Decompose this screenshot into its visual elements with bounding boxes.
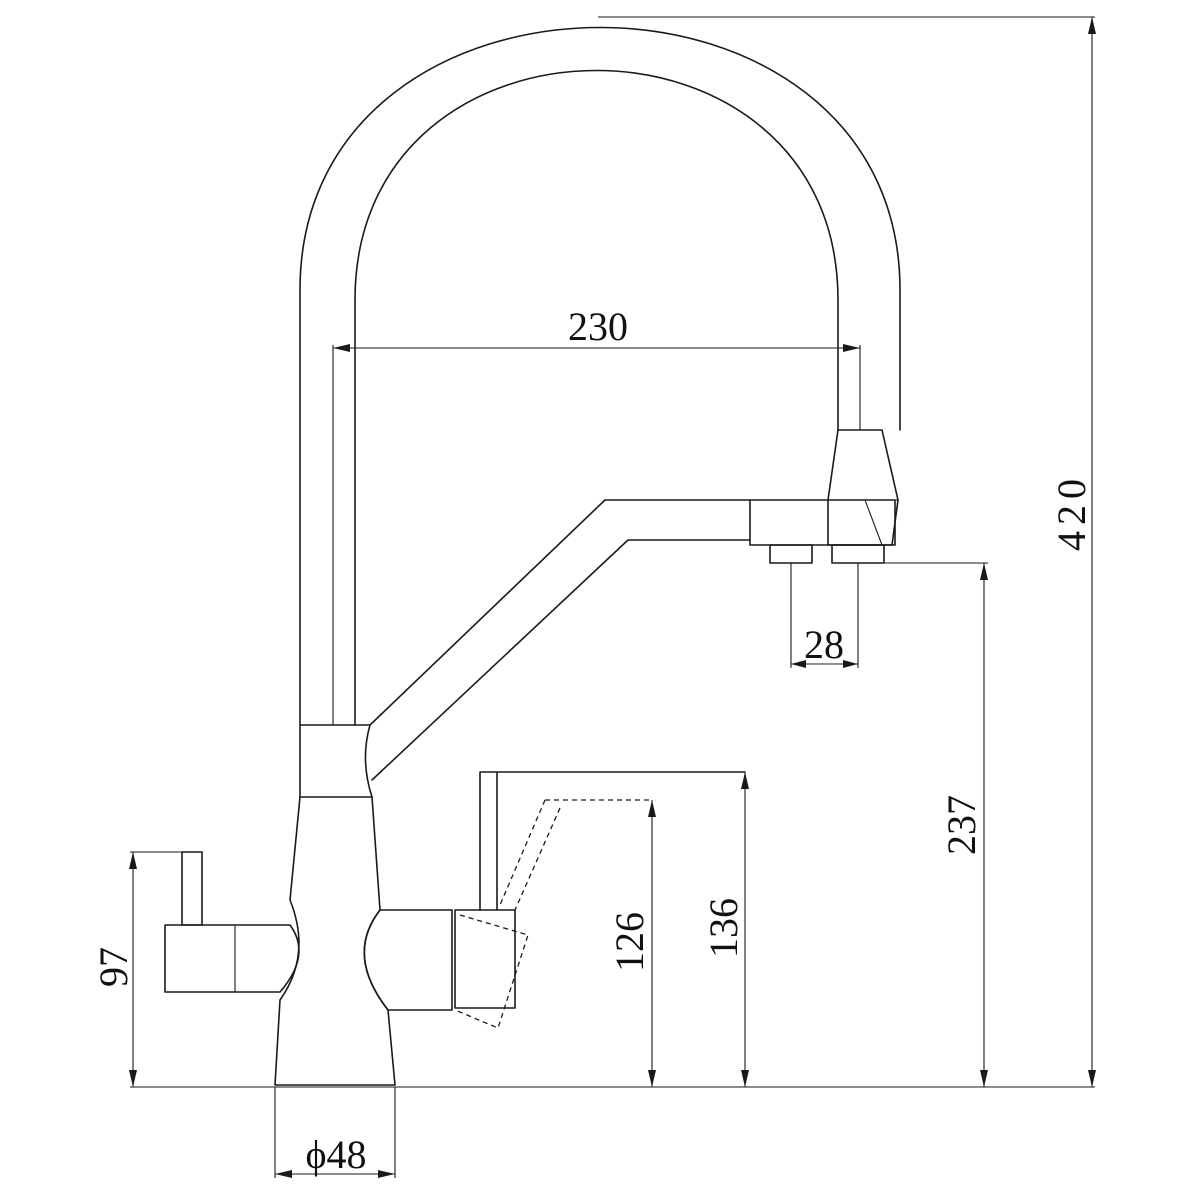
filter-tap-body <box>454 909 516 1009</box>
left-lever-handle <box>181 851 203 926</box>
outlet-block <box>749 499 896 546</box>
left-lever-housing <box>164 924 300 993</box>
label-28: 28 <box>804 622 844 667</box>
label-136: 136 <box>701 898 746 958</box>
label-diameter-48: ϕ48 <box>305 1132 366 1177</box>
body-collar <box>299 724 373 798</box>
label-97: 97 <box>91 947 136 987</box>
dimension-labels: 230 420 28 237 97 126 136 ϕ48 <box>91 304 1094 1177</box>
filter-tap-lever-alt <box>499 799 652 911</box>
filter-arm <box>369 499 751 726</box>
label-420: 420 <box>1049 473 1094 551</box>
faucet-outline <box>164 26 901 1086</box>
gooseneck-outer <box>299 26 901 726</box>
main-outlet <box>831 544 885 564</box>
gooseneck-inner <box>354 69 839 726</box>
spray-head <box>827 429 899 546</box>
filter-tap-lever <box>479 771 746 911</box>
right-cartridge-housing <box>363 909 453 1011</box>
main-body <box>274 796 396 1086</box>
label-126: 126 <box>607 912 652 972</box>
dimension-lines <box>129 16 1096 1178</box>
filter-arm-lower <box>371 539 751 781</box>
label-230: 230 <box>568 304 628 349</box>
label-237: 237 <box>939 795 984 855</box>
filter-tap-body-alt <box>454 914 529 1029</box>
filter-outlet <box>769 544 813 564</box>
